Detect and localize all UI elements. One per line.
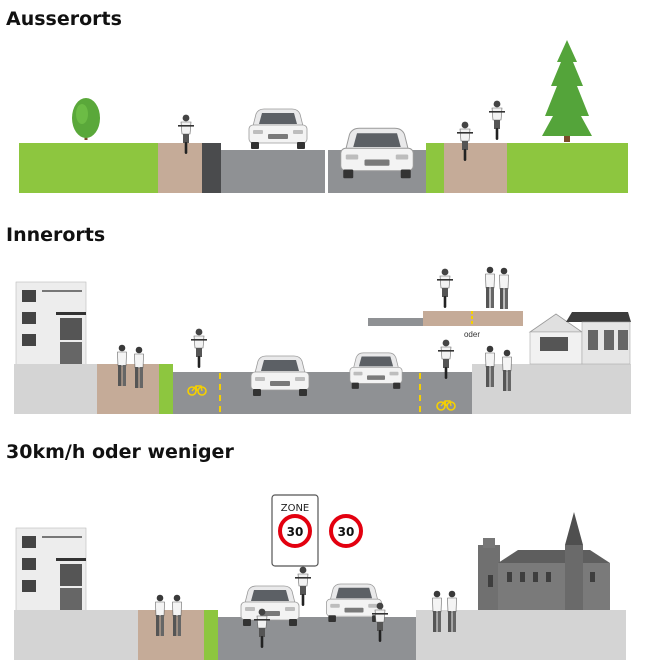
car-icon <box>248 108 308 150</box>
cycle-path-right <box>444 143 507 193</box>
section-title-innerorts: Innerorts <box>6 224 106 246</box>
section-title-ausserorts: Ausserorts <box>6 8 122 30</box>
car-icon <box>325 583 383 623</box>
cyclist-icon <box>488 100 506 141</box>
speed-30-sign: 30 <box>329 514 363 548</box>
curb-left <box>202 143 221 193</box>
conifer-icon <box>542 40 592 142</box>
label-oder: oder <box>464 330 480 339</box>
cyclist-icon <box>294 566 312 607</box>
center-line <box>325 150 328 193</box>
sign-speed-label: 30 <box>287 525 304 539</box>
footpath-left <box>138 610 204 660</box>
pedestrian-icon <box>485 266 495 309</box>
ramp <box>368 318 424 326</box>
road <box>173 372 472 414</box>
scene-30kmh: ZONE 30 30 <box>14 494 626 660</box>
scene-innerorts: oder <box>14 266 631 414</box>
scene-ausserorts <box>19 40 628 193</box>
sidewalk-right <box>472 364 631 414</box>
sign-speed-round-label: 30 <box>338 525 355 539</box>
pedestrian-icon <box>499 267 509 310</box>
car-icon <box>349 352 403 390</box>
sign-zone-label: ZONE <box>281 503 310 514</box>
cyclist-icon <box>190 328 208 369</box>
cycle-path-left <box>158 143 202 193</box>
footpath-left <box>97 364 159 414</box>
zone-30-sign: ZONE 30 <box>271 494 319 567</box>
sidewalk-right <box>416 610 626 660</box>
building-icon <box>15 281 87 367</box>
car-icon <box>340 127 414 179</box>
sidewalk-left <box>14 610 138 660</box>
grass-strip <box>159 364 173 414</box>
sidewalk-left <box>14 364 97 414</box>
grass-strip-middle <box>426 143 444 193</box>
car-icon <box>250 355 310 397</box>
grass-strip-right <box>507 143 628 193</box>
house-icon <box>528 312 631 365</box>
building-icon <box>15 527 87 613</box>
church-icon <box>478 512 610 610</box>
section-title-30kmh: 30km/h oder weniger <box>6 441 234 463</box>
grass-strip-left <box>19 143 158 193</box>
grass-strip <box>204 610 218 660</box>
tree-icon <box>72 98 100 140</box>
cyclist-icon <box>436 268 454 309</box>
